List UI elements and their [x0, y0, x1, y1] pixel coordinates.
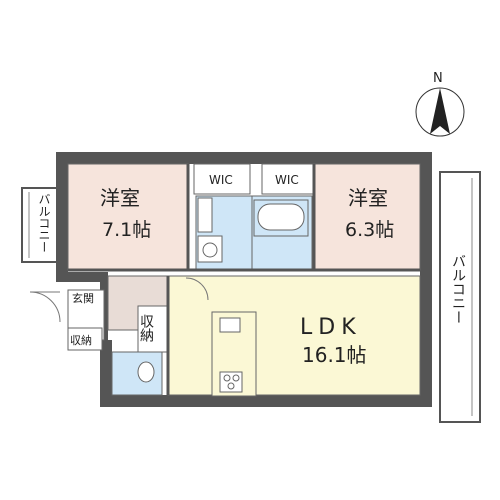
north-compass: N	[415, 71, 465, 137]
cooktop	[219, 371, 243, 393]
ldk-room	[167, 275, 421, 396]
entry-door-swing	[29, 291, 61, 323]
storage-main-label: 収納	[138, 314, 154, 343]
washer-space	[197, 197, 213, 233]
western-room-2-size: 6.3帖	[345, 219, 394, 241]
burner-icon	[232, 374, 240, 382]
sink-bowl-icon	[202, 242, 218, 258]
western-room-1-size: 7.1帖	[102, 219, 151, 241]
kitchen-sink-icon	[219, 317, 241, 333]
western-room-2-name: 洋室	[348, 186, 388, 210]
ldk-door-swing	[185, 277, 209, 301]
sink-basin	[197, 235, 223, 263]
left-balcony	[21, 187, 59, 263]
shoe-storage	[67, 327, 103, 351]
bathtub-icon	[257, 203, 305, 231]
burner-icon	[227, 382, 235, 390]
wic-2-label: WIC	[275, 173, 299, 187]
compass-label: N	[433, 71, 443, 86]
right-balcony-label: バルコニー	[450, 254, 466, 324]
ldk-name: LDK	[300, 315, 362, 340]
wic-1	[193, 163, 251, 195]
entrance-label: 玄関	[72, 291, 94, 305]
toilet-room	[111, 351, 163, 396]
storage-small-label: 収納	[70, 334, 92, 347]
western-room-1	[67, 163, 189, 271]
western-room-1-name: 洋室	[100, 186, 140, 210]
wic-1-label: WIC	[209, 173, 233, 187]
western-room-2	[313, 163, 421, 271]
right-balcony	[439, 171, 481, 423]
toilet-icon	[137, 361, 155, 383]
burner-icon	[223, 374, 231, 382]
exterior-walls	[56, 152, 432, 407]
left-balcony-label: バルコニー	[37, 193, 51, 253]
ldk-size: 16.1帖	[302, 343, 367, 367]
compass-arrow-icon	[430, 88, 450, 134]
